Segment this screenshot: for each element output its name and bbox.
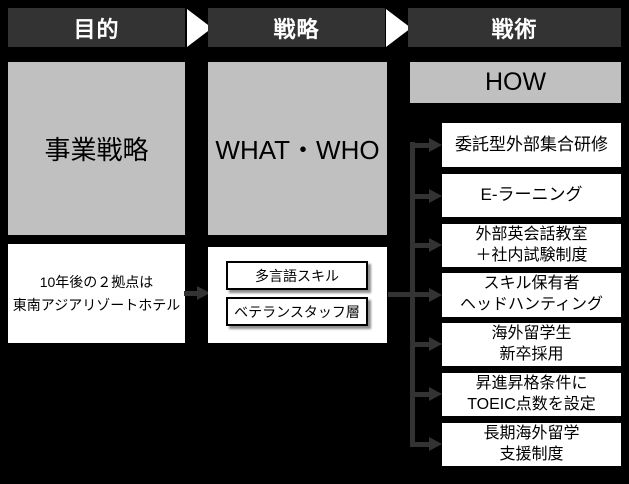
tactic-box: 外部英会話教室 ＋社内試験制度: [442, 224, 621, 267]
tactic-box: 海外留学生 新卒採用: [442, 323, 621, 366]
arrowhead-right-icon: [429, 189, 442, 203]
arrowhead-right-icon: [429, 138, 442, 152]
header-tactics: 戦術: [408, 8, 621, 47]
tactic-box: 昇進昇格条件に TOEIC点数を設定: [442, 373, 621, 416]
strategy-concept-box: WHAT・WHO: [208, 62, 387, 235]
arrowhead-right-icon: [429, 238, 442, 252]
arrowhead-right-icon: [429, 437, 442, 451]
branch-line: [413, 342, 431, 347]
branch-line: [413, 442, 431, 447]
branch-line: [413, 392, 431, 397]
right-arrow-icon: [386, 9, 411, 47]
purpose-concept-box: 事業戦略: [8, 62, 185, 235]
strategy-to-tactics-connector: [388, 292, 412, 297]
tactic-box: スキル保有者 ヘッドハンティング: [442, 273, 621, 317]
header-strategy: 戦略: [208, 8, 385, 47]
header-purpose: 目的: [8, 8, 185, 47]
branch-line: [413, 143, 431, 148]
purpose-to-strategy-connector: [184, 291, 199, 296]
strategy-item: ベテランスタッフ層: [226, 297, 368, 326]
tactic-box: 委託型外部集合研修: [442, 123, 621, 167]
branch-line: [413, 292, 431, 297]
strategy-item: 多言語スキル: [226, 261, 368, 290]
strategy-items-box: 多言語スキル ベテランスタッフ層: [208, 247, 387, 343]
arrowhead-right-icon: [197, 286, 210, 300]
right-arrow-icon: [187, 9, 212, 47]
arrowhead-right-icon: [429, 288, 442, 302]
branch-line: [413, 194, 431, 199]
tactics-trunk-line: [410, 142, 415, 447]
purpose-goal-box: 10年後の２拠点は 東南アジアリゾートホテル: [8, 244, 185, 343]
tactics-concept-box: HOW: [410, 62, 621, 103]
branch-line: [413, 243, 431, 248]
arrowhead-right-icon: [429, 387, 442, 401]
arrowhead-right-icon: [429, 337, 442, 351]
tactic-box: 長期海外留学 支援制度: [442, 423, 621, 466]
tactic-box: E-ラーニング: [442, 174, 621, 217]
